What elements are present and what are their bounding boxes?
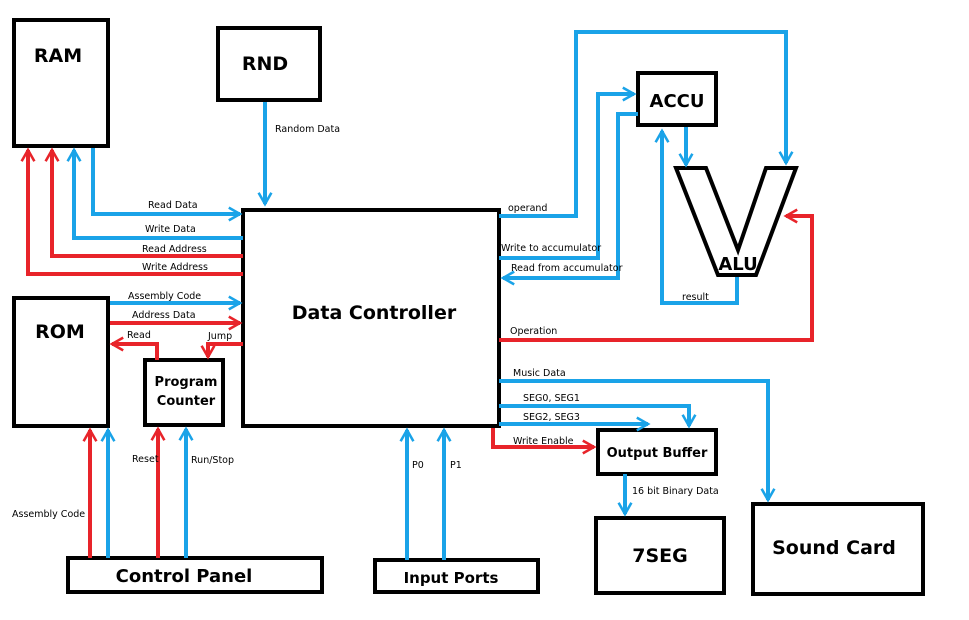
seg2-seg3-line: SEG2, SEG3: [499, 412, 651, 432]
read-label: Read: [127, 330, 151, 341]
read-data-label: Read Data: [148, 200, 198, 211]
alu-block: ALU: [673, 166, 799, 277]
write-enable-line: Write Enable: [491, 428, 597, 455]
rom-block: ROM: [12, 296, 110, 428]
accu-title: ACCU: [650, 91, 705, 112]
music-data-label: Music Data: [513, 368, 566, 379]
reset-label: Reset: [132, 454, 159, 465]
write-enable-label: Write Enable: [513, 436, 574, 447]
jump-label: Jump: [207, 331, 232, 342]
output-buffer-title: Output Buffer: [607, 446, 708, 461]
operand-label: operand: [508, 203, 547, 214]
write-data-line: Write Data: [66, 147, 243, 240]
write-address-label: Write Address: [142, 262, 208, 273]
write-to-accumulator-line: Write to accumulator: [499, 86, 637, 260]
seg2-seg3-label: SEG2, SEG3: [523, 412, 580, 423]
input-ports-title: Input Ports: [404, 569, 499, 587]
rom-title: ROM: [35, 321, 85, 343]
panel-assembly-code-blue-line: Assembly Code: [12, 427, 116, 558]
p0-label: P0: [412, 460, 424, 471]
control-panel-block: Control Panel: [66, 556, 324, 594]
sound-card-title: Sound Card: [772, 537, 896, 559]
music-data-line: Music Data: [499, 368, 776, 503]
assembly-code-line: Assembly Code: [110, 291, 243, 311]
seven-seg-title: 7SEG: [632, 545, 687, 567]
read-address-line: Read Address: [44, 147, 243, 258]
program-counter-title-line2: Counter: [157, 394, 216, 409]
seg0-seg1-label: SEG0, SEG1: [523, 393, 580, 404]
output-buffer-block: Output Buffer: [596, 428, 718, 476]
run-stop-line: Run/Stop: [178, 426, 234, 558]
reset-line: Reset: [132, 426, 166, 558]
run-stop-label: Run/Stop: [191, 455, 234, 466]
jump-line: Jump: [200, 331, 243, 360]
control-panel-title: Control Panel: [116, 566, 253, 587]
result-line: result: [654, 128, 739, 305]
program-counter-block: Program Counter: [143, 358, 225, 427]
rnd-title: RND: [242, 53, 288, 75]
binary-data-line: 16 bit Binary Data: [617, 474, 719, 517]
assembly-code-label: Assembly Code: [128, 291, 201, 302]
ram-title: RAM: [34, 45, 82, 67]
result-label: result: [682, 292, 709, 303]
read-from-accumulator-line: Read from accumulator: [500, 112, 638, 286]
write-to-accumulator-label: Write to accumulator: [501, 243, 601, 254]
input-ports-block: Input Ports: [373, 558, 540, 594]
read-from-accumulator-label: Read from accumulator: [511, 263, 623, 274]
p1-label: P1: [450, 460, 462, 471]
p0-line: P0: [399, 427, 424, 560]
operation-label: Operation: [510, 326, 557, 337]
operand-line: operand: [499, 30, 794, 218]
random-data-label: Random Data: [275, 124, 340, 135]
sound-card-block: Sound Card: [751, 502, 925, 596]
program-counter-title-line1: Program: [155, 375, 218, 390]
address-data-label: Address Data: [132, 310, 196, 321]
ram-block: RAM: [12, 18, 110, 148]
accu-block: ACCU: [636, 71, 718, 127]
panel-assembly-code-label: Assembly Code: [12, 509, 85, 520]
address-data-line: Address Data: [110, 310, 243, 331]
read-line: Read: [109, 330, 159, 360]
data-controller-title: Data Controller: [292, 302, 457, 324]
operation-line: Operation: [499, 208, 814, 342]
write-data-label: Write Data: [145, 224, 196, 235]
p1-line: P1: [436, 427, 462, 560]
random-data-line: Random Data: [257, 102, 340, 207]
binary-data-label: 16 bit Binary Data: [632, 486, 719, 497]
read-address-label: Read Address: [142, 244, 207, 255]
read-data-line: Read Data: [91, 148, 243, 222]
alu-title: ALU: [718, 254, 757, 275]
seven-seg-block: 7SEG: [594, 516, 726, 595]
seg0-seg1-line: SEG0, SEG1: [499, 393, 697, 429]
rnd-block: RND: [216, 26, 322, 102]
write-address-line: Write Address: [20, 147, 243, 276]
data-controller-block: Data Controller: [241, 208, 501, 428]
